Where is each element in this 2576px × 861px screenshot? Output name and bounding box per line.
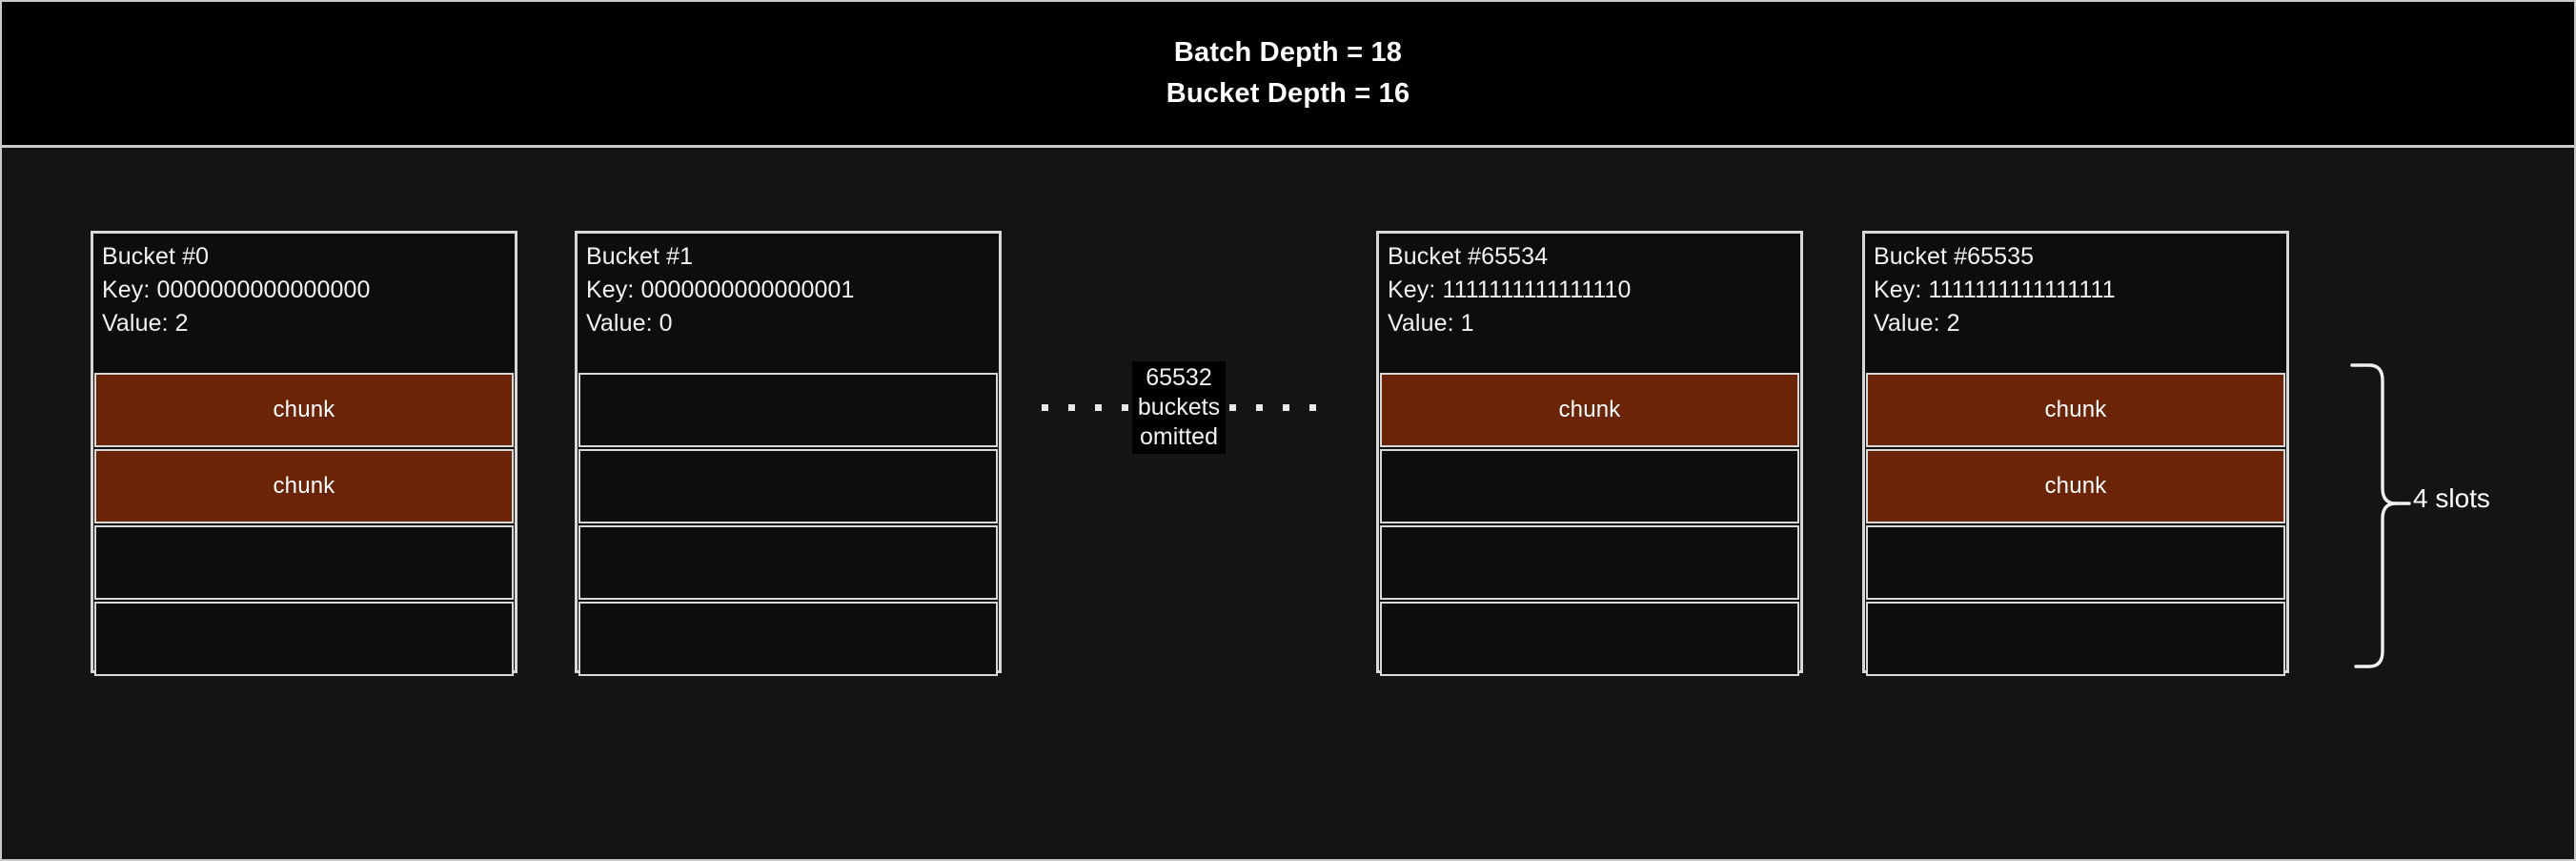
omitted-label: 65532 buckets omitted — [1131, 360, 1227, 454]
slot-empty — [1866, 602, 2285, 676]
bucket-key: Key: 1111111111111111 — [1874, 277, 2116, 303]
bucket-value: Value: 2 — [1874, 310, 1960, 337]
slot-label: chunk — [273, 397, 335, 422]
bucket-header: Bucket #1 Key: 0000000000000001 Value: 0 — [578, 234, 999, 373]
slot-filled: chunk — [1380, 373, 1799, 447]
bucket-header: Bucket #0 Key: 0000000000000000 Value: 2 — [93, 234, 515, 373]
dot-icon — [1067, 403, 1075, 411]
bucket-depth-text: Bucket Depth = 16 — [1166, 78, 1410, 109]
omitted-count: 65532 — [1146, 363, 1212, 391]
batch-depth-text: Batch Depth = 18 — [1173, 37, 1403, 68]
slot-empty — [94, 602, 514, 676]
bucket-title: Bucket #65534 — [1388, 243, 1549, 270]
bucket-title: Bucket #0 — [102, 243, 210, 270]
slot-empty — [578, 373, 998, 447]
slot-label: chunk — [273, 473, 335, 499]
slot-filled: chunk — [94, 449, 514, 523]
dot-icon — [1041, 403, 1048, 411]
bucket-card: Bucket #1 Key: 0000000000000001 Value: 0 — [575, 231, 1002, 676]
slot-label: chunk — [2044, 473, 2107, 499]
bucket-card: Bucket #0 Key: 0000000000000000 Value: 2… — [91, 231, 517, 676]
slot-list: chunk chunk — [93, 373, 515, 676]
dot-icon — [1309, 403, 1317, 411]
bucket-key: Key: 0000000000000000 — [102, 277, 371, 303]
bucket-value: Value: 0 — [586, 310, 673, 337]
slot-empty — [1380, 449, 1799, 523]
slot-label: chunk — [1558, 397, 1621, 422]
header-divider — [2, 145, 2574, 148]
slot-empty — [1380, 525, 1799, 600]
bucket-card: Bucket #65534 Key: 1111111111111110 Valu… — [1376, 231, 1803, 676]
slot-filled: chunk — [1866, 373, 2285, 447]
ellipsis-dots-right — [1229, 403, 1317, 411]
bucket-header: Bucket #65535 Key: 1111111111111111 Valu… — [1865, 234, 2286, 373]
slots-annotation: 4 slots — [2350, 362, 2569, 669]
bucket-value: Value: 1 — [1388, 310, 1474, 337]
slot-filled: chunk — [94, 373, 514, 447]
curly-brace-icon — [2350, 363, 2411, 668]
bucket-title: Bucket #65535 — [1874, 243, 2035, 270]
dot-icon — [1121, 403, 1128, 411]
bucket-key: Key: 0000000000000001 — [586, 277, 855, 303]
omitted-noun: buckets — [1137, 393, 1221, 420]
slot-empty — [578, 525, 998, 600]
bucket-header: Bucket #65534 Key: 1111111111111110 Valu… — [1379, 234, 1800, 373]
dot-icon — [1094, 403, 1102, 411]
slot-empty — [94, 525, 514, 600]
bucket-key: Key: 1111111111111110 — [1388, 277, 1632, 303]
dot-icon — [1229, 403, 1237, 411]
slot-empty — [578, 449, 998, 523]
dot-icon — [1256, 403, 1264, 411]
slot-list: chunk — [1379, 373, 1800, 676]
slot-list: chunk chunk — [1865, 373, 2286, 676]
slot-empty — [1380, 602, 1799, 676]
slot-label: chunk — [2044, 397, 2107, 422]
dot-icon — [1283, 403, 1290, 411]
bucket-card: Bucket #65535 Key: 1111111111111111 Valu… — [1862, 231, 2289, 676]
bucket-value: Value: 2 — [102, 310, 189, 337]
slot-list — [578, 373, 999, 676]
ellipsis-dots-left — [1041, 403, 1128, 411]
omitted-buckets-marker: 65532 buckets omitted — [1031, 350, 1327, 464]
omitted-verb: omitted — [1140, 422, 1218, 450]
slot-empty — [1866, 525, 2285, 600]
slots-count-label: 4 slots — [2413, 483, 2490, 513]
slot-filled: chunk — [1866, 449, 2285, 523]
bucket-title: Bucket #1 — [586, 243, 694, 270]
header-banner: Batch Depth = 18 Bucket Depth = 16 — [2, 2, 2574, 145]
slot-empty — [578, 602, 998, 676]
